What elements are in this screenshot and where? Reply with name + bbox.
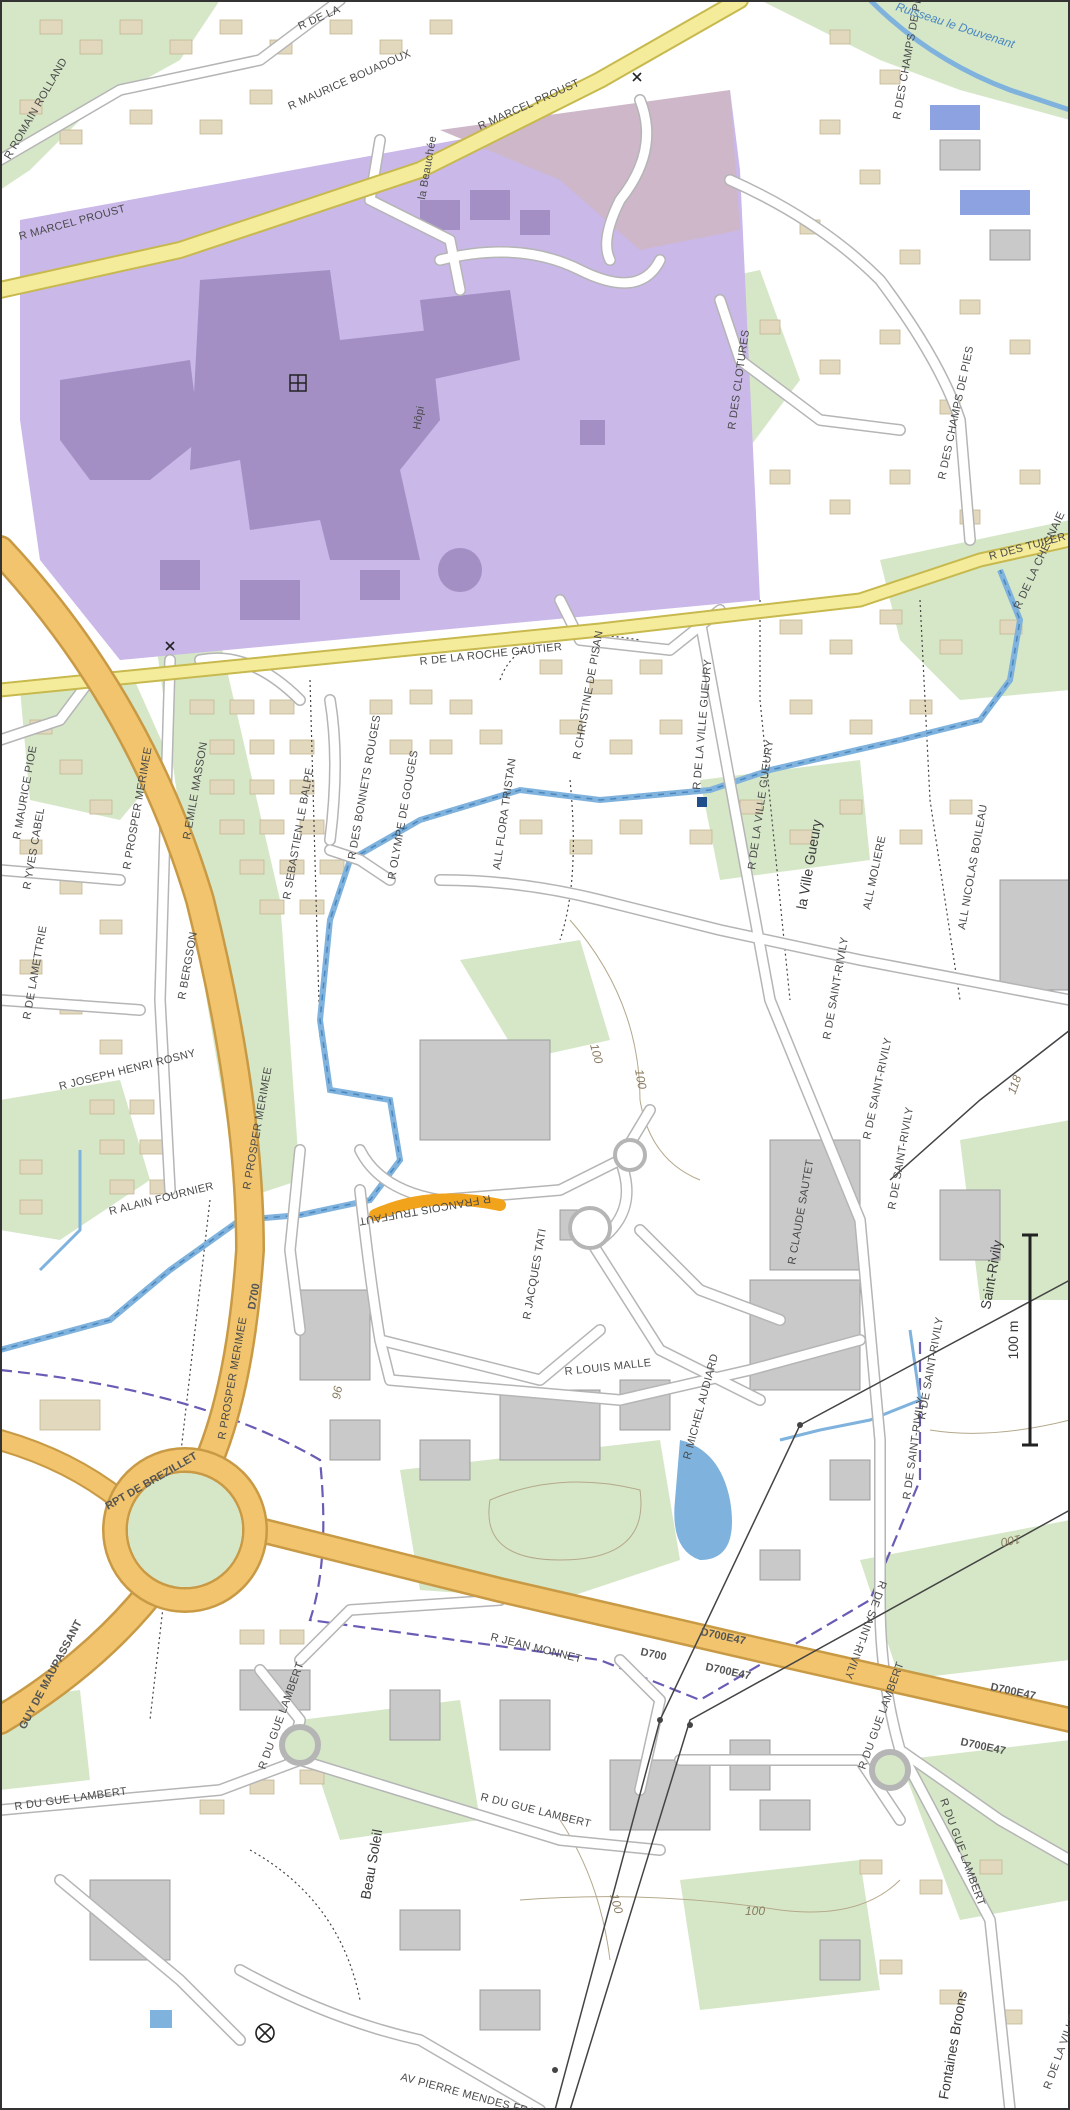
contour-label-96: 96 — [329, 1385, 345, 1401]
highlighted-segment[interactable] — [369, 1193, 506, 1221]
label-d700-mid: D700 — [639, 1646, 667, 1663]
contour-label-100-b: 100 — [632, 1068, 649, 1090]
contour-labels: 100 100 100 100 100 118 96 — [329, 1042, 1024, 1918]
contour-label-100-d: 100 — [745, 1904, 765, 1918]
stream — [0, 0, 1070, 1442]
hospital-icon — [289, 374, 307, 392]
cross-marker-icon — [165, 72, 642, 651]
pond — [674, 1440, 732, 1560]
scale-label: 100 m — [1005, 1321, 1021, 1360]
hospital-buildings — [60, 190, 605, 620]
water-station-icon — [697, 797, 707, 807]
contour-label-100-a: 100 — [587, 1042, 606, 1065]
boundary-line — [0, 1340, 922, 1702]
power-lines — [554, 1029, 1070, 2110]
small-pond — [150, 2010, 172, 2028]
blue-block-1 — [930, 105, 980, 130]
contour-label-100-e: 100 — [607, 1892, 626, 1915]
monument-icon — [255, 2023, 275, 2043]
commercial-buildings — [89, 139, 1070, 2031]
label-d700-left: D700 — [246, 1283, 262, 1311]
small-roundabouts[interactable] — [279, 1138, 911, 1791]
label-hopital: Hôpi — [411, 405, 427, 431]
residential-buildings — [19, 19, 1041, 2025]
blue-block-2 — [960, 190, 1030, 215]
power-pylons — [552, 1422, 803, 2073]
secondary-roads[interactable] — [0, 0, 1070, 698]
contour-lines — [488, 919, 1070, 1961]
roundabout-center — [128, 1473, 242, 1587]
contour-label-118: 118 — [1005, 1073, 1025, 1096]
contour-label-100-c: 100 — [999, 1532, 1021, 1549]
scale-bar: 100 m — [1005, 1233, 1038, 1447]
